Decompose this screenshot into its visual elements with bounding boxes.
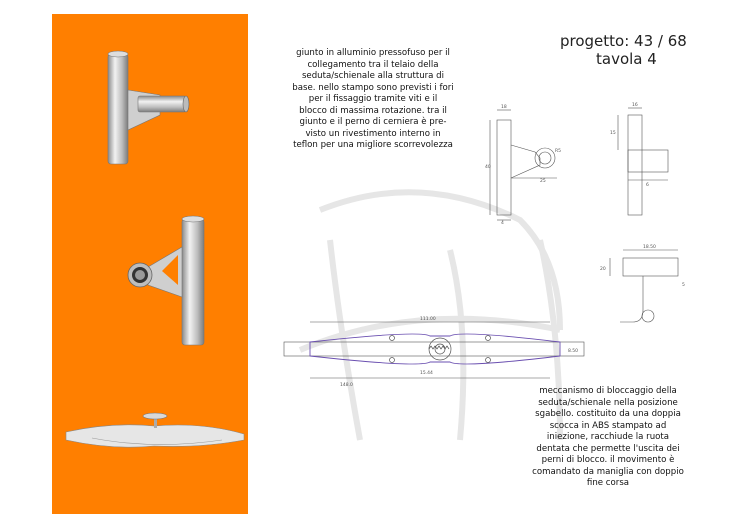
dim-i: 20 bbox=[600, 266, 606, 272]
dim-m: 148.0 bbox=[340, 382, 353, 388]
dim-d: 25 bbox=[540, 178, 546, 184]
drawing-joint-side: 16 15 6 bbox=[610, 102, 669, 216]
drawing-lock-section: 111.00 148.0 15.44 8.50 bbox=[283, 316, 585, 388]
dim-k: 6 bbox=[646, 182, 649, 188]
title-block: progetto: 43 / 68 tavola 4 bbox=[560, 32, 710, 68]
dim-e: 4 bbox=[501, 220, 504, 226]
dim-a: 18 bbox=[501, 104, 507, 110]
sheet-label: tavola 4 bbox=[596, 50, 657, 68]
dim-g: 5 bbox=[682, 282, 685, 288]
description-lock: meccanismo di bloccaggio della seduta/sc… bbox=[532, 386, 684, 488]
drawing-lock-detail: 18.50 20 5 bbox=[600, 244, 685, 323]
project-label: progetto: 43 / 68 bbox=[560, 32, 687, 50]
dim-b: 40 bbox=[485, 164, 491, 170]
drawing-joint-front: 18 40 R5 25 4 bbox=[485, 104, 561, 226]
joint-render-side bbox=[127, 215, 205, 346]
description-joint: giunto in alluminio pressofuso per il co… bbox=[292, 48, 454, 150]
dim-n: 15.44 bbox=[420, 370, 433, 376]
dim-o: 8.50 bbox=[568, 348, 578, 354]
lock-mechanism-render bbox=[65, 412, 245, 448]
dim-h: 16 bbox=[632, 102, 638, 108]
dim-f: 18.50 bbox=[643, 244, 656, 250]
dim-j: 15 bbox=[610, 130, 616, 136]
dim-c: R5 bbox=[555, 148, 561, 154]
joint-render-top bbox=[107, 50, 190, 165]
dim-l: 111.00 bbox=[420, 316, 436, 322]
